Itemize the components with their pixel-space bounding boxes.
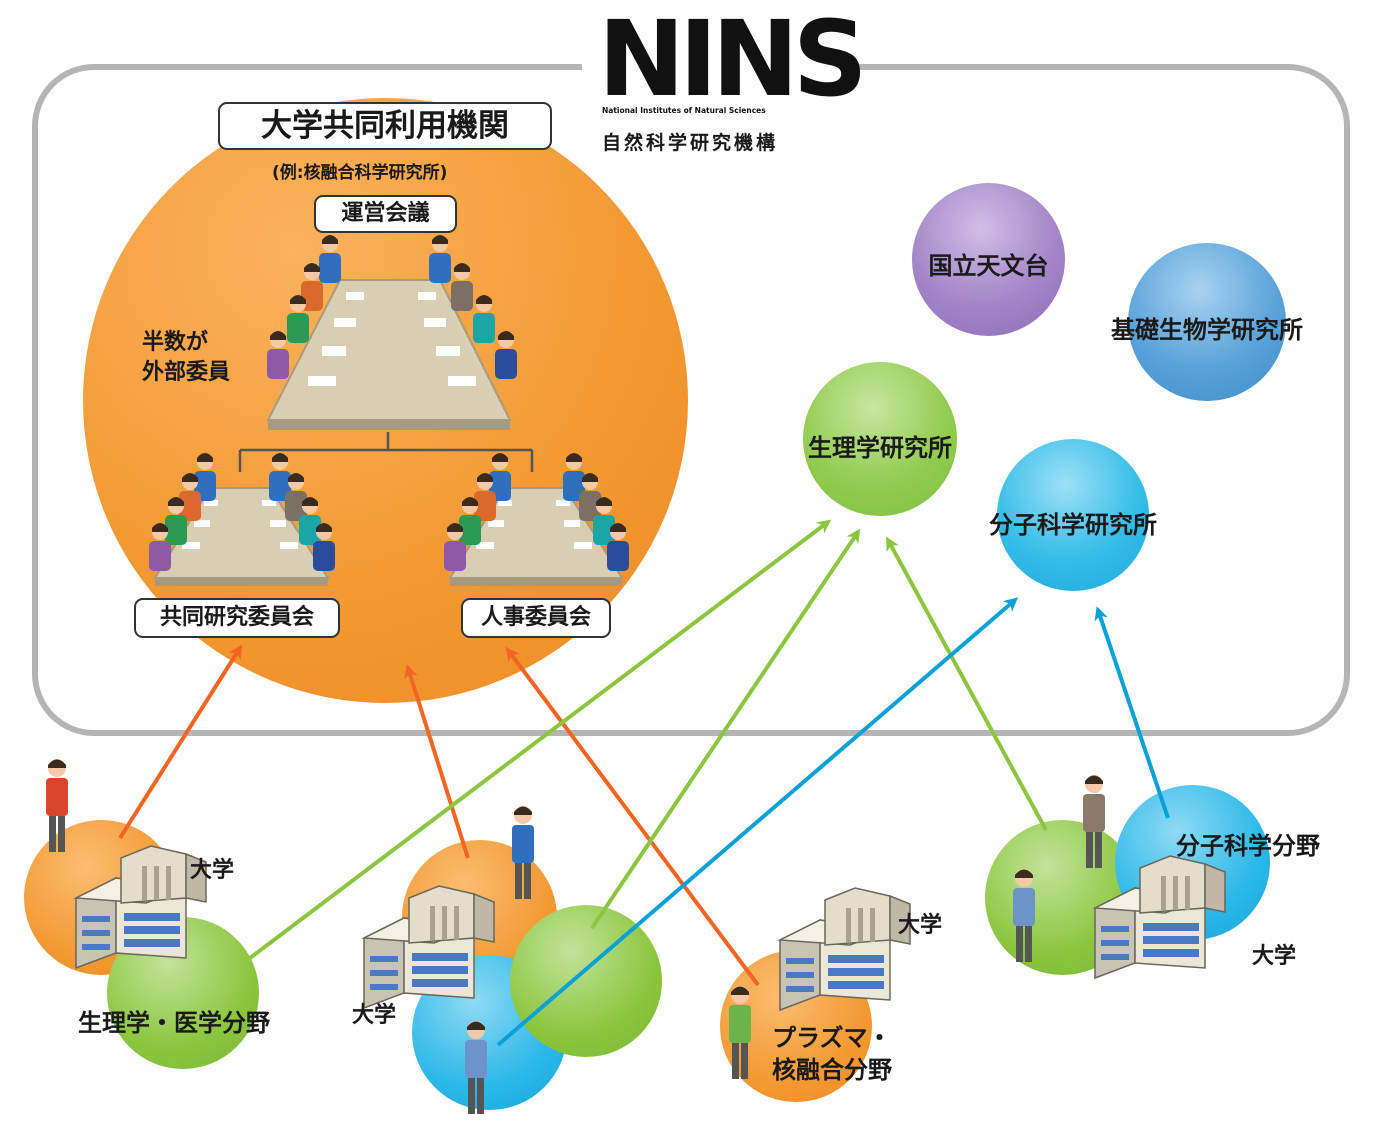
university-building-2 <box>363 885 495 1009</box>
university-label-3: 大学 <box>898 913 943 938</box>
steering-meeting-illustration <box>266 235 517 430</box>
researcher-figure-4 <box>729 986 751 1079</box>
university-building-1 <box>75 845 207 969</box>
researcher-figure-6 <box>1013 869 1035 962</box>
nibb-label: 基礎生物学研究所 <box>1111 316 1303 344</box>
university-label-2: 大学 <box>352 1003 397 1028</box>
field-molecular-label: 分子科学分野 <box>1176 832 1320 860</box>
arrows-green <box>248 519 1048 960</box>
nips-circle <box>803 362 957 516</box>
researcher-figure-1 <box>46 759 68 852</box>
ims-label: 分子科学研究所 <box>989 511 1157 539</box>
inter-university-institute-title: 大学共同利用機関 <box>218 102 552 150</box>
personnel-table-illustration <box>444 453 629 586</box>
researcher-figure-5 <box>1083 775 1105 868</box>
joint-research-table-illustration <box>149 453 335 586</box>
field-plasma-label: プラズマ・ 核融合分野 <box>772 1022 892 1086</box>
nins-logo-japanese: 自然科学研究機構 <box>602 132 779 154</box>
university-label-4: 大学 <box>1252 944 1297 969</box>
arrows-orange <box>118 644 760 987</box>
ims-circle <box>997 439 1149 591</box>
university-label-1: 大学 <box>190 858 235 883</box>
half-external-line1: 半数が <box>142 330 209 355</box>
univ2-green-circle <box>510 905 662 1057</box>
joint-research-committee-label: 共同研究委員会 <box>134 598 340 638</box>
university-building-3 <box>779 887 911 1011</box>
nips-label: 生理学研究所 <box>808 434 952 462</box>
researcher-figure-2 <box>512 806 534 899</box>
steering-meeting-label: 運営会議 <box>314 195 457 233</box>
field-plasma-line2: 核融合分野 <box>772 1056 892 1084</box>
half-external-note: 半数が 外部委員 <box>142 328 230 388</box>
personnel-committee-label: 人事委員会 <box>461 598 611 638</box>
half-external-line2: 外部委員 <box>142 360 231 385</box>
logo-frame-gap <box>582 56 854 78</box>
university-building-4 <box>1094 855 1226 979</box>
nins-logo-english: National Institutes of Natural Sciences <box>602 106 766 115</box>
arrows-blue <box>496 597 1170 1047</box>
naoj-circle <box>912 183 1065 336</box>
org-connector <box>238 432 534 472</box>
field-physiology-medicine-label: 生理学・医学分野 <box>78 1009 270 1037</box>
example-caption: (例:核融合科学研究所) <box>272 163 448 183</box>
nibb-circle <box>1128 243 1286 401</box>
nins-logo-wordmark: NINS <box>598 0 868 120</box>
naoj-label: 国立天文台 <box>928 252 1049 280</box>
field-plasma-line1: プラズマ・ <box>772 1024 892 1052</box>
researcher-figure-3 <box>465 1021 487 1114</box>
